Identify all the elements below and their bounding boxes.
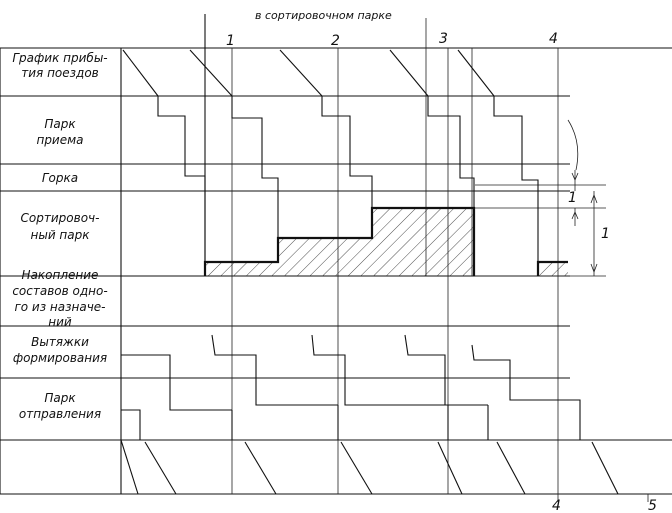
right-dimension-marks [475,119,606,277]
row-label-arrival-1: График прибы- [12,51,107,65]
top-number-2: 2 [331,33,340,49]
top-number-1: 1 [226,33,235,49]
receiving-lines [157,96,539,276]
bottom-extensions [557,494,649,502]
bottom-number-4: 4 [552,498,561,513]
pulling-lines [121,334,581,440]
right-mark-2: 1 [601,226,610,242]
row-label-accumulation-2: составов одно- [12,284,107,298]
top-number-3: 3 [439,31,448,47]
top-number-4: 4 [549,31,558,47]
row-label-accumulation-4: ний [48,315,72,329]
row-label-departure-1: Парк [44,391,76,405]
top-numbers: 1 2 3 4 [226,31,558,49]
row-label-sorting-2: ный парк [31,228,91,242]
row-label-receiving-1: Парк [44,117,76,131]
row-label-hump: Горка [42,171,78,185]
row-labels: График прибы- тия поездов Парк приема Го… [12,51,107,421]
accumulation-areas [203,206,568,276]
bottom-number-5: 5 [648,498,657,513]
right-mark-labels: 1 1 [568,190,610,242]
row-label-accumulation-3: го из назначе- [14,300,105,314]
row-label-pulling-2: формирования [13,351,107,365]
row-label-receiving-2: приема [36,133,83,147]
arrival-lines [122,49,495,97]
row-label-accumulation-1: Накопление [22,268,99,282]
row-label-departure-2: отправления [19,407,101,421]
right-mark-1: 1 [568,190,577,206]
bottom-numbers: 4 5 [552,498,657,513]
departure-lines [121,405,489,440]
row-label-sorting-1: Сортировоч- [21,211,100,225]
row-label-arrival-2: тия поездов [21,66,98,80]
departure-graph-lines [120,439,619,495]
top-caption: в сортировочном парке [255,9,392,22]
row-label-pulling-1: Вытяжки [31,335,89,349]
